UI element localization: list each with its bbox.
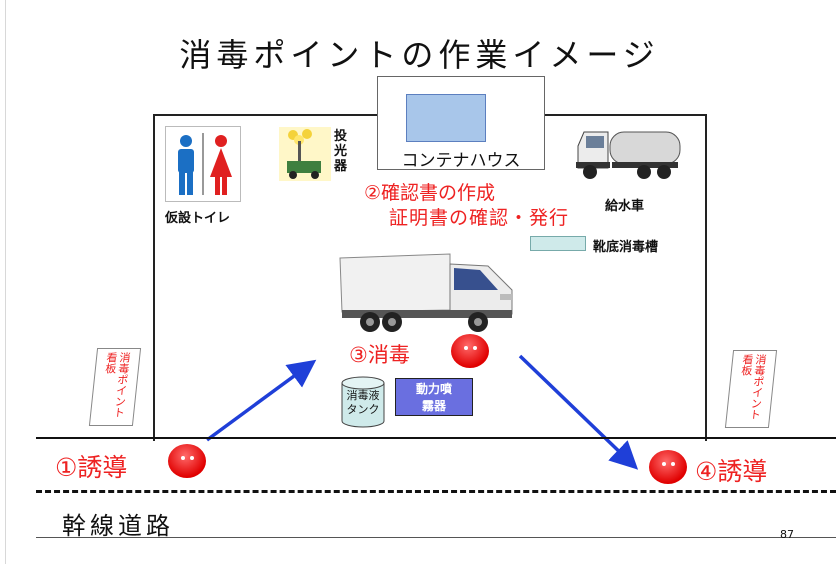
- power-sprayer-box: 動力噴霧器: [395, 378, 473, 416]
- step2-line1: ②確認書の作成: [364, 182, 496, 204]
- worker-face-step3: [451, 334, 489, 368]
- step1-label: ①誘導: [55, 453, 128, 482]
- power-sprayer-label: 動力噴霧器: [415, 382, 452, 413]
- road-label: 幹線道路: [62, 512, 174, 540]
- road-center-line: [36, 490, 836, 493]
- arrow-out: [518, 354, 639, 470]
- container-house-label: コンテナハウス: [401, 151, 521, 171]
- toilet-label: 仮設トイレ: [165, 211, 231, 226]
- page-number: 87: [780, 528, 794, 541]
- container-house-window: [406, 94, 486, 142]
- page-title: 消毒ポイントの作業イメージ: [179, 36, 660, 74]
- light-tower-icon: [279, 127, 331, 181]
- toilet-icon: [165, 126, 241, 202]
- road-edge-top: [36, 437, 836, 439]
- arrow-in: [205, 359, 317, 442]
- worker-face-step4: [649, 450, 687, 484]
- water-truck-label: 給水車: [605, 199, 645, 214]
- worker-face-step1: [168, 444, 206, 478]
- disinfectant-tank-icon: [339, 375, 387, 429]
- truck-icon: [330, 252, 520, 336]
- disinfectant-tank-label: 消毒液タンク: [346, 389, 380, 416]
- step3-label: ③消毒: [349, 343, 410, 367]
- water-truck-icon: [572, 122, 684, 184]
- road-edge-bottom: [36, 537, 836, 538]
- foot-bath-basin: [530, 236, 586, 251]
- light-tower-label: 投光器: [334, 129, 348, 174]
- page-border: [5, 0, 6, 564]
- foot-bath-label: 靴底消毒槽: [593, 240, 659, 255]
- step4-label: ④誘導: [695, 457, 768, 486]
- step2-line2: 証明書の確認・発行: [389, 207, 570, 229]
